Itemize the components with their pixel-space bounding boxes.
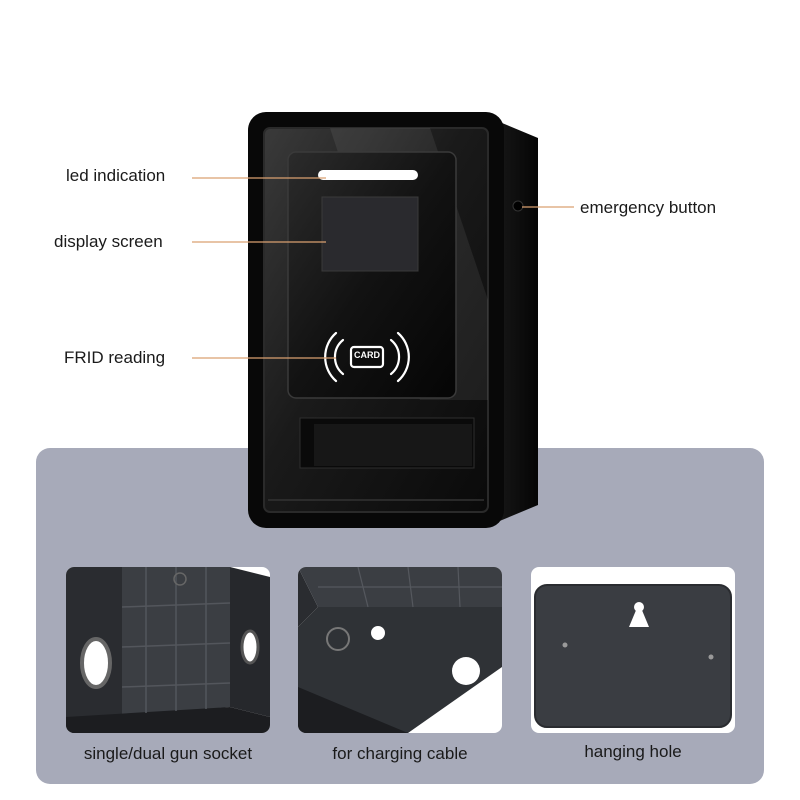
cable-hole-icon <box>371 626 385 640</box>
caption-hanging-hole: hanging hole <box>584 742 682 761</box>
socket-hole-icon <box>80 637 112 689</box>
callout-emergency-button: emergency button <box>580 198 717 217</box>
display-screen <box>321 196 419 272</box>
glass-panel <box>287 151 457 399</box>
photo-charging-cable <box>298 567 502 733</box>
caption-charging-cable: for charging cable <box>332 744 468 763</box>
callout-led-indication: led indication <box>66 166 166 185</box>
photo-gun-socket <box>66 567 270 733</box>
rfid-card-icon <box>324 331 410 383</box>
photo-hanging-hole <box>531 567 735 733</box>
callout-display-screen: display screen <box>54 232 163 251</box>
caption-gun-socket: single/dual gun socket <box>83 744 253 763</box>
led-strip <box>318 170 418 180</box>
emergency-button-icon <box>512 200 524 212</box>
callout-rfid-reading: FRID reading <box>64 348 166 367</box>
hanging-hole-icon <box>629 603 649 627</box>
rfid-card-label: CARD <box>354 350 380 360</box>
